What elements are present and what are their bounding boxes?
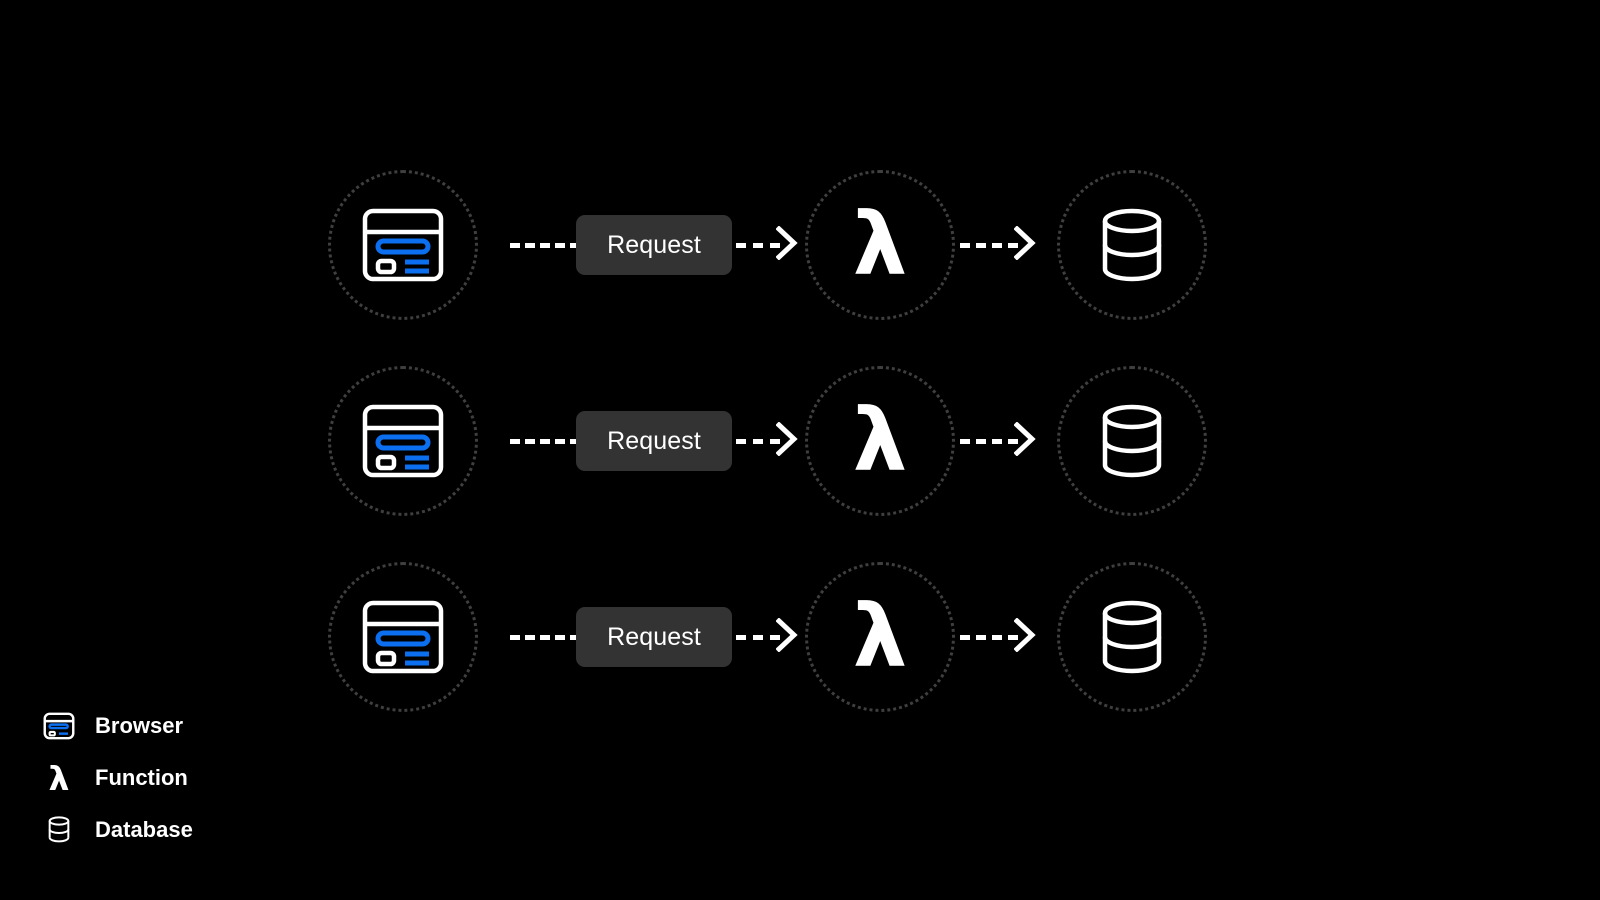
request-label[interactable]: Request — [576, 607, 732, 667]
dashed-line-segment — [960, 243, 1018, 248]
arrow-head-icon — [776, 226, 798, 260]
database-icon — [1102, 208, 1162, 282]
arrow-head-icon — [1014, 226, 1036, 260]
dashed-line-segment — [736, 243, 780, 248]
lambda-icon: λ — [42, 761, 76, 795]
arrow-head-icon — [1014, 618, 1036, 652]
edge-browser-to-function: Request — [508, 411, 800, 471]
database-node[interactable] — [1057, 170, 1207, 320]
request-label[interactable]: Request — [576, 215, 732, 275]
dashed-line-segment — [510, 635, 580, 640]
arrow-head-icon — [776, 422, 798, 456]
dashed-line-segment — [510, 439, 580, 444]
arrow-head-icon — [776, 618, 798, 652]
browser-icon-glyph — [43, 712, 75, 740]
browser-node[interactable] — [328, 366, 478, 516]
legend-item-browser: Browser — [42, 700, 342, 752]
lambda-glyph: λ — [48, 758, 70, 798]
edge-function-to-database — [960, 618, 1040, 655]
legend-item-database: Database — [42, 804, 342, 856]
function-node[interactable]: λ — [805, 366, 955, 516]
request-label[interactable]: Request — [576, 411, 732, 471]
function-node[interactable]: λ — [805, 170, 955, 320]
lambda-icon: λ — [852, 391, 908, 491]
browser-icon — [362, 404, 444, 478]
browser-icon — [42, 709, 76, 743]
dashed-line-segment — [736, 439, 780, 444]
function-node[interactable]: λ — [805, 562, 955, 712]
legend: Browser λ Function Database — [42, 700, 342, 856]
flow-row: Request λ — [0, 145, 1600, 345]
database-icon — [1102, 600, 1162, 674]
dashed-line-segment — [960, 635, 1018, 640]
browser-node[interactable] — [328, 562, 478, 712]
dashed-line-segment — [736, 635, 780, 640]
browser-icon — [362, 208, 444, 282]
database-icon-glyph — [48, 816, 70, 843]
edge-browser-to-function: Request — [508, 607, 800, 667]
database-icon — [1102, 404, 1162, 478]
flow-row: Request λ — [0, 341, 1600, 541]
legend-label: Function — [95, 765, 188, 790]
dashed-line-segment — [510, 243, 580, 248]
browser-icon — [362, 600, 444, 674]
legend-label: Browser — [95, 713, 184, 738]
edge-function-to-database — [960, 226, 1040, 263]
database-node[interactable] — [1057, 366, 1207, 516]
database-icon — [42, 813, 76, 847]
browser-node[interactable] — [328, 170, 478, 320]
legend-label: Database — [95, 817, 193, 842]
edge-function-to-database — [960, 422, 1040, 459]
database-node[interactable] — [1057, 562, 1207, 712]
lambda-icon: λ — [852, 195, 908, 295]
edge-browser-to-function: Request — [508, 215, 800, 275]
dashed-line-segment — [960, 439, 1018, 444]
lambda-icon: λ — [852, 587, 908, 687]
arrow-head-icon — [1014, 422, 1036, 456]
flow-row: Request λ — [0, 537, 1600, 737]
legend-item-function: λ Function — [42, 752, 342, 804]
